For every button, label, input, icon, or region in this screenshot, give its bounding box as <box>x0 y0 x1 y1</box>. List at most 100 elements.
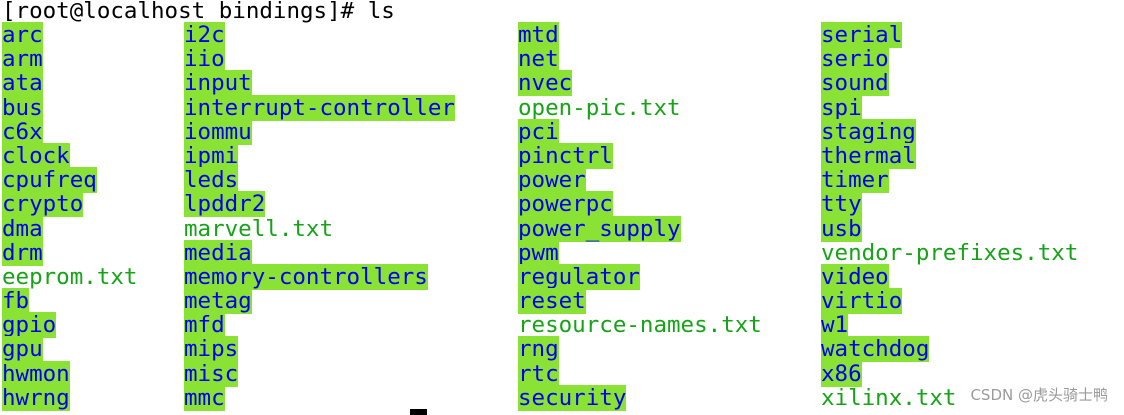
entry-name: thermal <box>821 142 916 169</box>
directory-entry: timer <box>821 167 1078 194</box>
entry-name: hwmon <box>2 360 70 387</box>
directory-entry: sound <box>821 70 1078 97</box>
directory-entry: crypto <box>2 191 137 218</box>
file-entry: resource-names.txt <box>518 313 762 337</box>
entry-name: mfd <box>184 312 225 339</box>
entry-name: metag <box>184 288 252 315</box>
directory-entry: mips <box>184 336 455 363</box>
directory-entry: security <box>518 384 762 411</box>
entry-name: serio <box>821 46 889 73</box>
entry-name: i2c <box>184 22 225 48</box>
directory-entry: cpufreq <box>2 167 137 194</box>
entry-name: cpufreq <box>2 167 97 194</box>
directory-entry: regulator <box>518 263 762 290</box>
directory-entry: thermal <box>821 142 1078 169</box>
entry-name: w1 <box>821 312 849 339</box>
entry-name: powerpc <box>518 191 613 218</box>
text-cursor <box>410 409 427 415</box>
directory-entry: bus <box>2 94 137 121</box>
directory-entry: usb <box>821 215 1078 242</box>
entry-name: tty <box>821 191 862 218</box>
entry-name: net <box>518 46 559 73</box>
entry-name: rtc <box>518 360 559 387</box>
entry-name: spi <box>821 94 862 121</box>
entry-name: media <box>184 239 252 266</box>
directory-entry: pci <box>518 118 762 145</box>
entry-name: mips <box>184 336 239 363</box>
directory-entry: iommu <box>184 118 455 145</box>
directory-entry: interrupt-controller <box>184 94 455 121</box>
entry-name: open-pic.txt <box>518 94 681 121</box>
entry-name: bus <box>2 94 43 121</box>
entry-name: hwrng <box>2 384 70 411</box>
directory-entry: iio <box>184 46 455 73</box>
directory-entry: serio <box>821 46 1078 73</box>
file-entry: eeprom.txt <box>2 265 137 289</box>
directory-entry: media <box>184 239 455 266</box>
entry-name: input <box>184 70 252 97</box>
directory-entry: ipmi <box>184 142 455 169</box>
directory-entry: power_supply <box>518 215 762 242</box>
file-entry: vendor-prefixes.txt <box>821 241 1078 265</box>
entry-name: staging <box>821 118 916 145</box>
directory-entry: video <box>821 263 1078 290</box>
directory-entry: mfd <box>184 312 455 339</box>
entry-name: power <box>518 167 586 194</box>
entry-name: mtd <box>518 22 559 48</box>
entry-name: rng <box>518 336 559 363</box>
directory-entry: power <box>518 167 762 194</box>
entry-name: fb <box>2 288 30 315</box>
entry-name: resource-names.txt <box>518 312 762 339</box>
entry-name: pci <box>518 118 559 145</box>
directory-entry: hwmon <box>2 360 137 387</box>
entry-name: crypto <box>2 191 84 218</box>
directory-entry: misc <box>184 360 455 387</box>
directory-entry: i2c <box>184 22 455 48</box>
directory-entry: serial <box>821 22 1078 48</box>
entry-name: lpddr2 <box>184 191 266 218</box>
directory-entry: tty <box>821 191 1078 218</box>
entry-name: mmc <box>184 384 225 411</box>
directory-entry: input <box>184 70 455 97</box>
entry-name: misc <box>184 360 239 387</box>
file-entry: marvell.txt <box>184 216 455 241</box>
entry-name: clock <box>2 142 70 169</box>
directory-entry: clock <box>2 142 137 169</box>
directory-entry: arm <box>2 46 137 73</box>
directory-entry: spi <box>821 94 1078 121</box>
entry-name: ipmi <box>184 142 239 169</box>
entry-name: gpu <box>2 336 43 363</box>
entry-name: x86 <box>821 360 862 387</box>
directory-entry: drm <box>2 239 137 266</box>
directory-entry: nvec <box>518 70 762 97</box>
directory-entry: memory-controllers <box>184 263 455 290</box>
directory-entry: reset <box>518 288 762 315</box>
entry-name: leds <box>184 167 239 194</box>
entry-name: ata <box>2 70 43 97</box>
file-entry: open-pic.txt <box>518 94 762 121</box>
entry-name: sound <box>821 70 889 97</box>
directory-entry: fb <box>2 288 137 315</box>
entry-name: pwm <box>518 239 559 266</box>
file-entry: xilinx.txt <box>821 386 1078 410</box>
directory-entry: rng <box>518 336 762 363</box>
entry-name: iommu <box>184 118 252 145</box>
entry-name: arm <box>2 46 43 73</box>
directory-entry: virtio <box>821 288 1078 315</box>
entry-name: virtio <box>821 288 903 315</box>
entry-name: dma <box>2 215 43 242</box>
entry-name: memory-controllers <box>184 263 428 290</box>
directory-entry: gpio <box>2 312 137 339</box>
entry-name: usb <box>821 215 862 242</box>
directory-entry: watchdog <box>821 336 1078 363</box>
directory-entry: leds <box>184 167 455 194</box>
directory-entry: powerpc <box>518 191 762 218</box>
directory-entry: ata <box>2 70 137 97</box>
watermark: CSDN @虎头骑士鸭 <box>970 385 1108 404</box>
entry-name: video <box>821 263 889 290</box>
directory-entry: w1 <box>821 312 1078 339</box>
